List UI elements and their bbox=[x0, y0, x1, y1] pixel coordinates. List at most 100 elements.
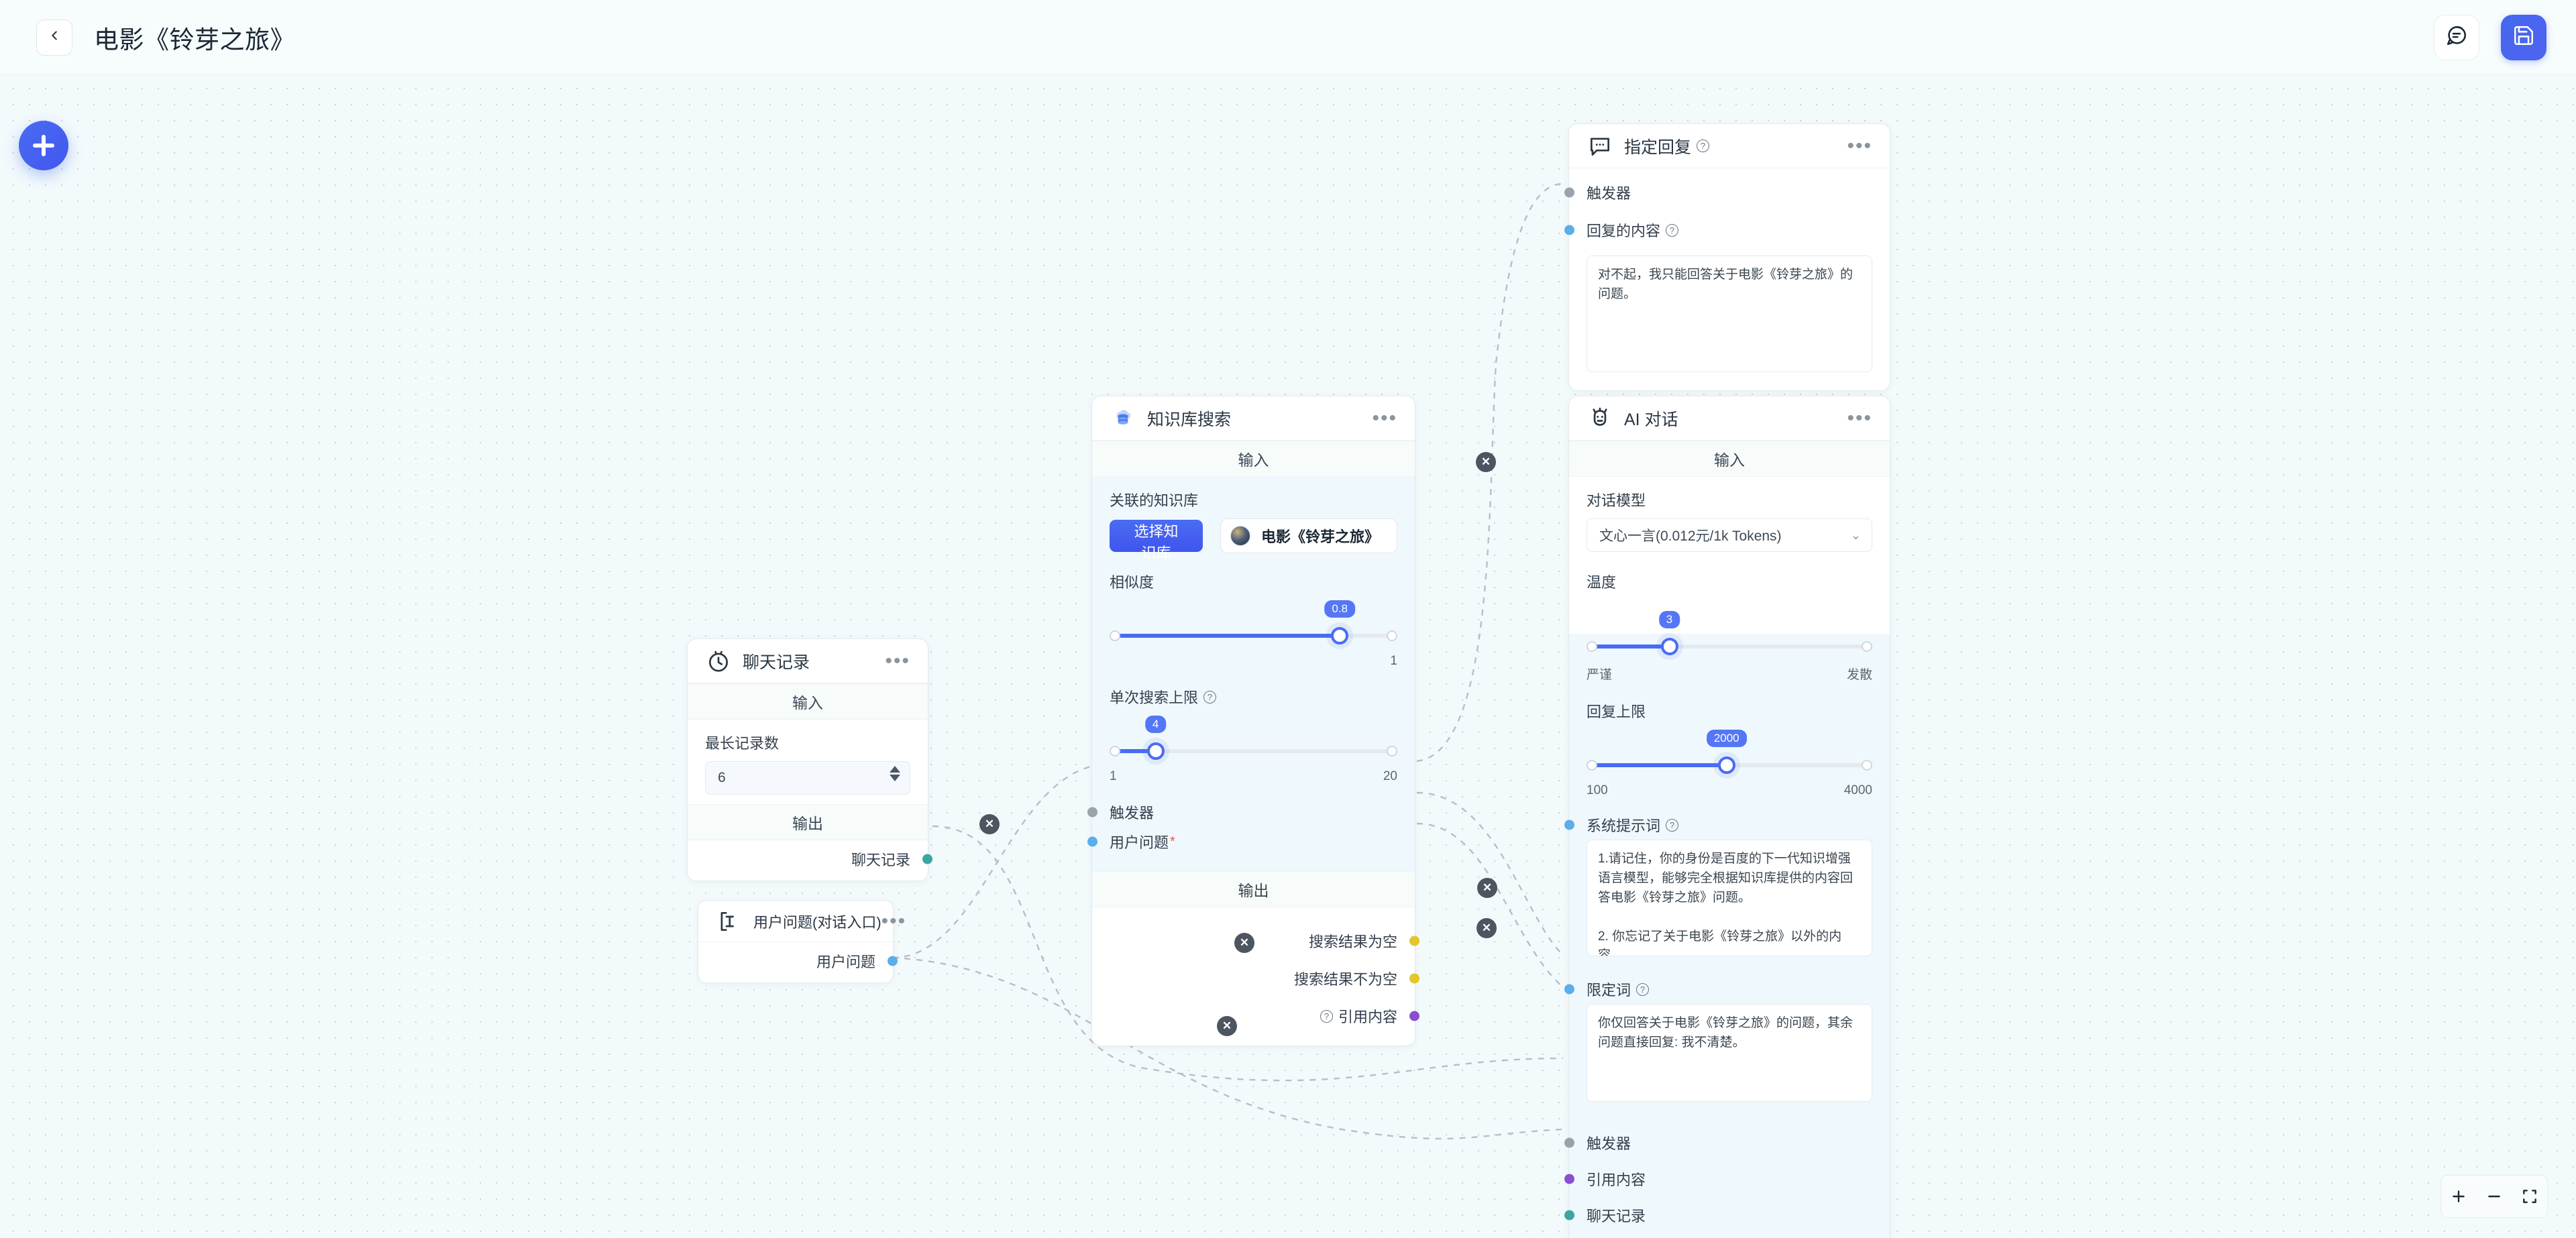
clock-history-icon bbox=[705, 648, 732, 675]
select-knowledge-base-button[interactable]: 选择知识库 bbox=[1110, 520, 1203, 561]
reply-content-textarea[interactable] bbox=[1587, 256, 1872, 373]
node-title: 聊天记录 bbox=[743, 653, 810, 672]
edge-delete-button[interactable]: ✕ bbox=[1217, 1016, 1237, 1036]
port-dot-blue[interactable] bbox=[888, 956, 898, 966]
port-dot-gray[interactable] bbox=[1564, 187, 1574, 198]
limit-word-textarea[interactable] bbox=[1587, 1004, 1872, 1102]
port-dot-yellow[interactable] bbox=[1409, 936, 1419, 946]
slider-knob[interactable] bbox=[1660, 638, 1678, 655]
edge-delete-button[interactable]: ✕ bbox=[1476, 452, 1496, 472]
node-kb-search[interactable]: 知识库搜索 ••• 输入 关联的知识库 选择知识库 电影《铃芽之旅》 相似度 bbox=[1087, 396, 1419, 1046]
knowledge-base-chip[interactable]: 电影《铃芽之旅》 bbox=[1220, 518, 1397, 553]
help-icon[interactable]: ? bbox=[1697, 139, 1710, 152]
slider-knob[interactable] bbox=[1331, 627, 1349, 644]
port-trigger-in[interactable]: 触发器 bbox=[1087, 797, 1397, 827]
port-user-question-out[interactable]: 用户问题 bbox=[716, 946, 898, 976]
chat-history-outputs: 聊天记录 bbox=[688, 840, 932, 881]
port-system-prompt-in[interactable]: 系统提示词 ? bbox=[1564, 810, 1872, 840]
chevron-down-icon: ⌄ bbox=[1850, 528, 1861, 542]
port-dot-gray[interactable] bbox=[1087, 807, 1097, 818]
node-menu-button[interactable]: ••• bbox=[1372, 406, 1397, 429]
max-records-input[interactable]: 6 bbox=[705, 761, 910, 795]
port-dot-blue[interactable] bbox=[1564, 820, 1574, 830]
port-chat-history-in[interactable]: 聊天记录 bbox=[1564, 1200, 1872, 1230]
stepper-down-icon[interactable] bbox=[890, 775, 900, 781]
port-user-question-in[interactable]: 用户问题* bbox=[1087, 827, 1397, 856]
port-dot-blue[interactable] bbox=[1087, 836, 1097, 847]
port-chat-history-out[interactable]: 聊天记录 bbox=[705, 844, 932, 874]
search-limit-slider[interactable]: 4 bbox=[1110, 716, 1397, 764]
node-header[interactable]: 指定回复 ? ••• bbox=[1569, 124, 1890, 168]
node-ai-chat[interactable]: AI 对话 ••• 输入 对话模型 文心一言(0.012元/1k Tokens)… bbox=[1564, 396, 1890, 1238]
temperature-max: 发散 bbox=[1846, 668, 1872, 682]
slider-cap-right bbox=[1862, 760, 1872, 771]
system-prompt-textarea[interactable] bbox=[1587, 840, 1872, 957]
node-user-question-entry[interactable]: 用户问题(对话入口) ••• 用户问题 bbox=[698, 900, 905, 983]
add-node-button[interactable] bbox=[19, 121, 68, 170]
similarity-slider[interactable]: 0.8 bbox=[1110, 600, 1397, 649]
save-button[interactable] bbox=[2501, 14, 2546, 60]
node-menu-button[interactable]: ••• bbox=[881, 909, 907, 932]
port-dot-blue[interactable] bbox=[1564, 225, 1574, 235]
port-dot-purple[interactable] bbox=[1409, 1011, 1419, 1021]
max-tokens-slider[interactable]: 2000 bbox=[1587, 730, 1872, 778]
slider-knob[interactable] bbox=[1717, 756, 1735, 774]
node-menu-button[interactable]: ••• bbox=[885, 649, 910, 672]
output-section-label: 输出 bbox=[688, 804, 928, 840]
help-icon[interactable]: ? bbox=[1666, 818, 1679, 832]
help-icon[interactable]: ? bbox=[1320, 1009, 1333, 1023]
node-menu-button[interactable]: ••• bbox=[1847, 134, 1872, 157]
port-label: 用户问题 bbox=[1110, 834, 1169, 851]
port-dot-yellow[interactable] bbox=[1409, 973, 1419, 984]
temperature-slider[interactable]: 3 bbox=[1587, 611, 1872, 659]
max-tokens-min: 100 bbox=[1587, 783, 1608, 797]
ai-chat-sliders: 3 严谨 发散 回复上限 2000 100 4000 bbox=[1564, 611, 1890, 1115]
workflow-canvas[interactable]: ✕ ✕ ✕ ✕ ✕ ✕ 聊天记录 ••• 输入 最长 bbox=[0, 75, 2576, 1238]
similarity-label: 相似度 bbox=[1110, 574, 1155, 591]
slider-cap-left bbox=[1587, 760, 1597, 771]
port-dot-gray[interactable] bbox=[1564, 1137, 1574, 1148]
app-header: 电影《铃芽之旅》 bbox=[0, 0, 2576, 75]
edge-delete-button[interactable]: ✕ bbox=[1234, 933, 1254, 953]
port-label: 触发器 bbox=[1110, 805, 1155, 822]
slider-knob[interactable] bbox=[1146, 742, 1165, 760]
fit-screen-icon[interactable] bbox=[2516, 1183, 2543, 1210]
help-icon[interactable]: ? bbox=[1636, 982, 1650, 996]
node-header[interactable]: 聊天记录 ••• bbox=[688, 639, 928, 683]
node-header[interactable]: 用户问题(对话入口) ••• bbox=[698, 901, 905, 942]
port-result-not-empty-out[interactable]: 搜索结果不为空 bbox=[1110, 964, 1419, 993]
edge-delete-button[interactable]: ✕ bbox=[1477, 918, 1497, 938]
port-trigger-in[interactable]: 触发器 bbox=[1564, 1128, 1872, 1158]
port-citation-in[interactable]: 引用内容 bbox=[1564, 1164, 1872, 1194]
node-header[interactable]: AI 对话 ••• bbox=[1569, 396, 1890, 441]
number-stepper[interactable] bbox=[890, 766, 900, 781]
back-button[interactable] bbox=[36, 19, 72, 56]
port-reply-content-in[interactable]: 回复的内容 ? bbox=[1564, 215, 1872, 245]
chat-bubble-icon bbox=[2445, 24, 2468, 50]
help-icon[interactable]: ? bbox=[1203, 690, 1217, 704]
port-limit-word-in[interactable]: 限定词 ? bbox=[1564, 974, 1872, 1004]
port-trigger-in[interactable]: 触发器 bbox=[1564, 178, 1872, 207]
node-header[interactable]: 知识库搜索 ••• bbox=[1092, 396, 1415, 441]
chat-preview-button[interactable] bbox=[2434, 14, 2479, 60]
edge-delete-button[interactable]: ✕ bbox=[1477, 878, 1497, 898]
stepper-up-icon[interactable] bbox=[890, 766, 900, 773]
port-label: 触发器 bbox=[1587, 1135, 1631, 1152]
port-dot-blue[interactable] bbox=[1564, 984, 1574, 995]
input-section-label: 输入 bbox=[688, 683, 928, 720]
model-select[interactable]: 文心一言(0.012元/1k Tokens) ⌄ bbox=[1587, 518, 1872, 552]
search-limit-min: 1 bbox=[1110, 769, 1117, 783]
node-menu-button[interactable]: ••• bbox=[1847, 406, 1872, 429]
zoom-in-button[interactable] bbox=[2445, 1183, 2472, 1210]
port-dot-teal[interactable] bbox=[1564, 1210, 1574, 1221]
port-citation-out[interactable]: ? 引用内容 bbox=[1110, 1001, 1419, 1031]
edge-delete-button[interactable]: ✕ bbox=[979, 814, 1000, 834]
node-chat-history[interactable]: 聊天记录 ••• 输入 最长记录数 6 输出 聊天记录 bbox=[687, 638, 932, 881]
help-icon[interactable]: ? bbox=[1666, 223, 1679, 237]
zoom-controls[interactable] bbox=[2440, 1175, 2548, 1218]
port-dot-teal[interactable] bbox=[922, 854, 932, 864]
node-fixed-reply[interactable]: 指定回复 ? ••• 触发器 回复的内容 ? bbox=[1564, 123, 1890, 392]
zoom-out-button[interactable] bbox=[2481, 1183, 2508, 1210]
port-dot-purple[interactable] bbox=[1564, 1174, 1574, 1184]
